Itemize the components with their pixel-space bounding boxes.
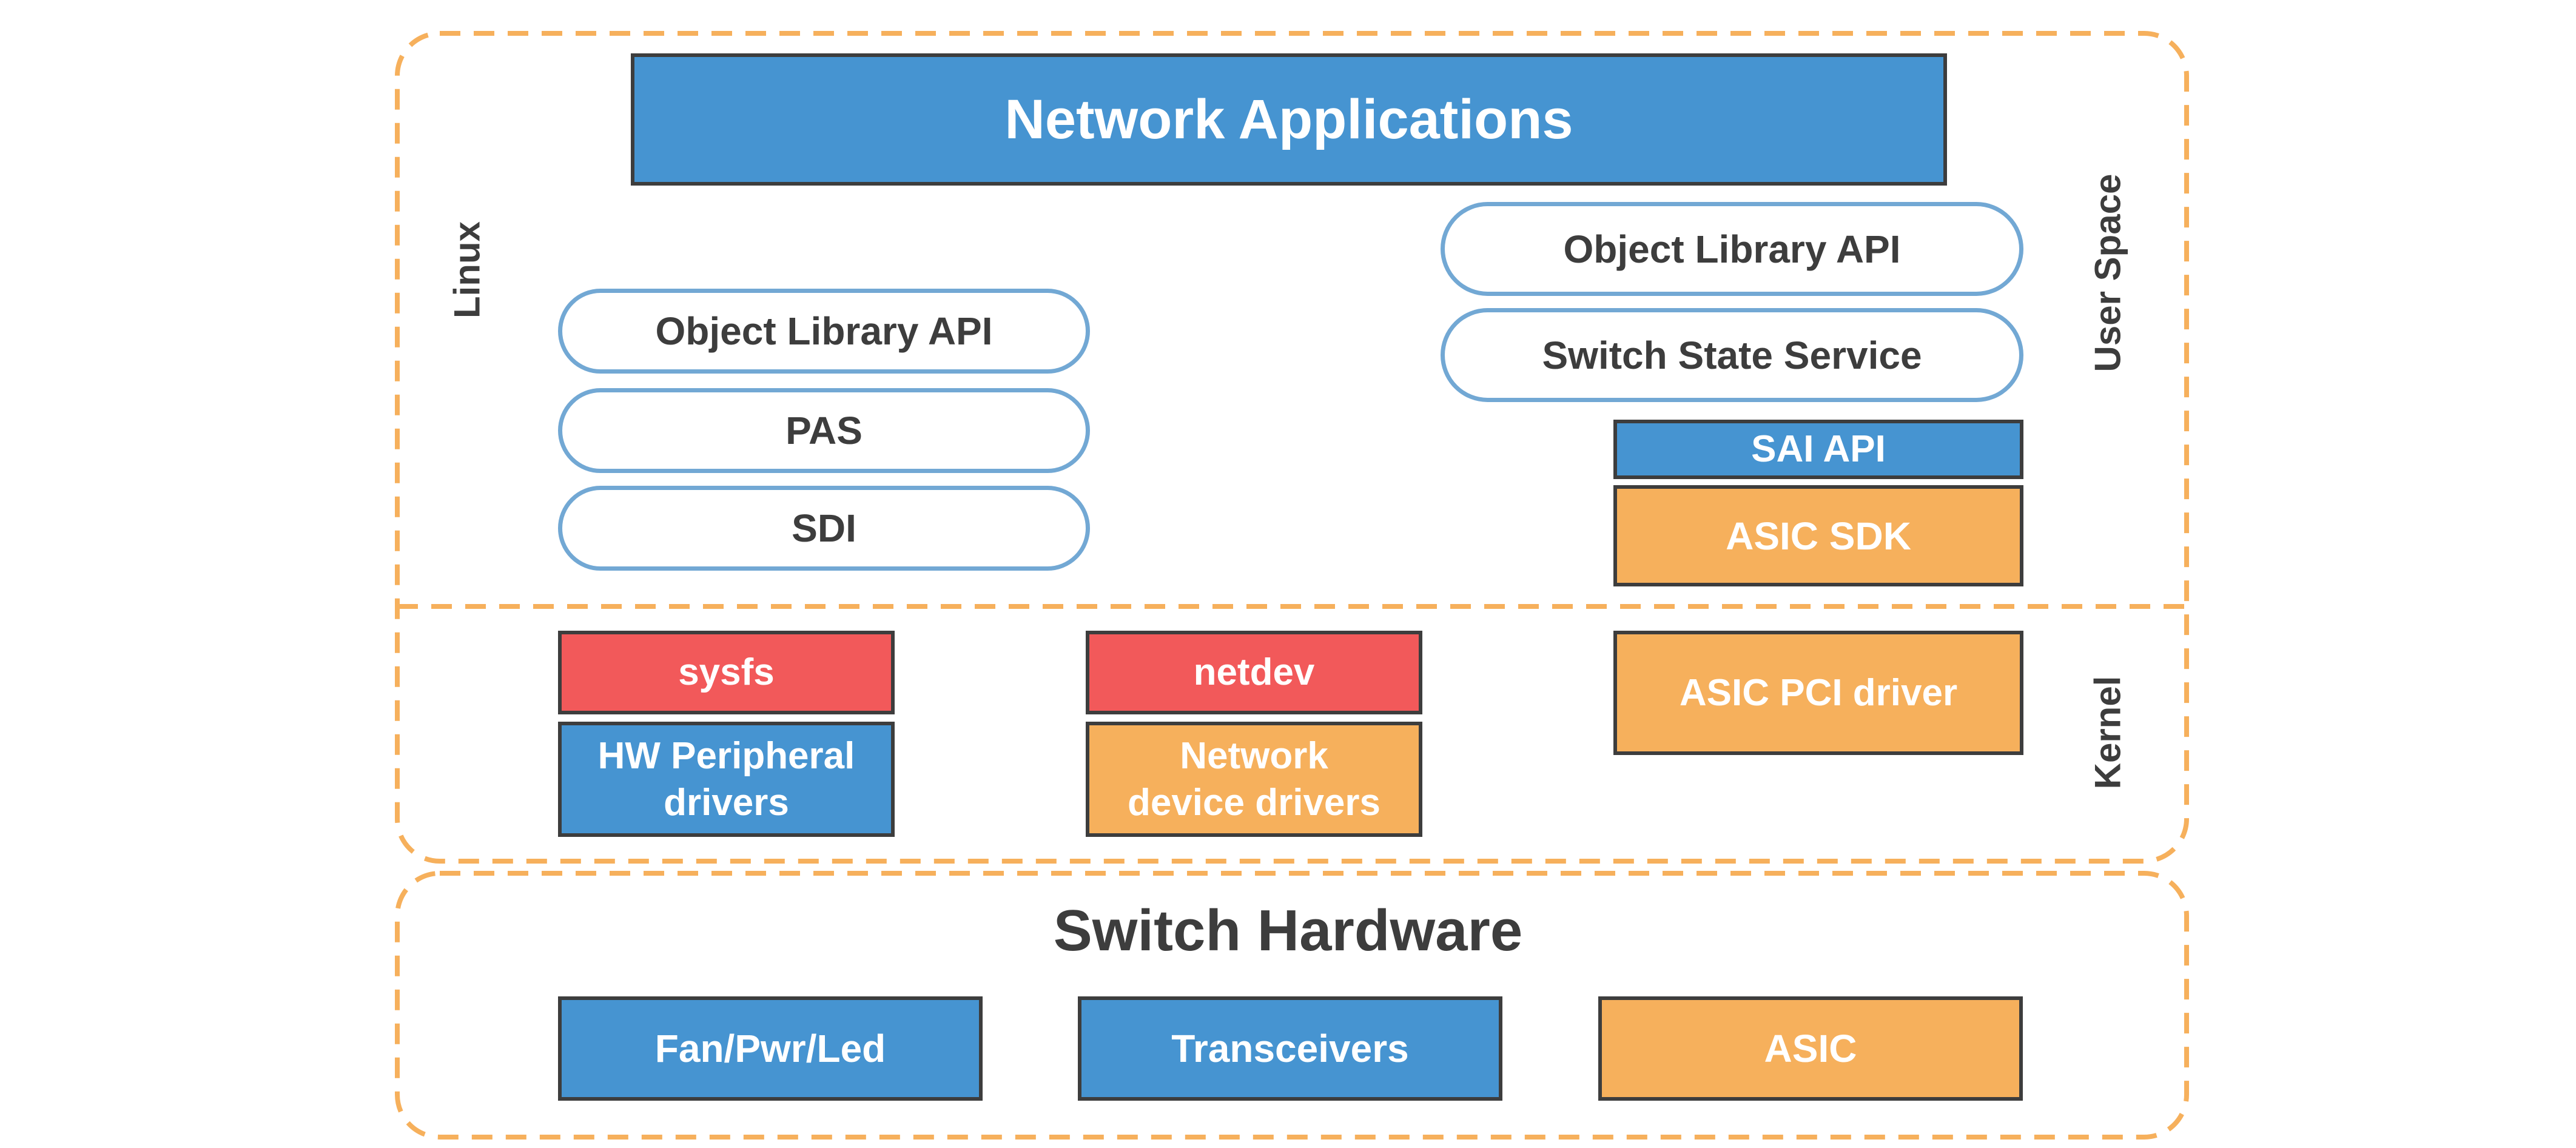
transceivers-box: Transceivers bbox=[1078, 996, 1502, 1101]
network-applications-label: Network Applications bbox=[1004, 88, 1573, 150]
network-device-drivers-box: Network device drivers bbox=[1086, 722, 1422, 837]
asic-box: ASIC bbox=[1598, 996, 2023, 1101]
asic-pci-driver-box: ASIC PCI driver bbox=[1613, 631, 2023, 755]
linux-region-outline bbox=[395, 31, 2189, 864]
asic-sdk-box: ASIC SDK bbox=[1613, 485, 2023, 586]
hardware-region-outline bbox=[395, 871, 2189, 1140]
switch-state-service-pill: Switch State Service bbox=[1441, 308, 2023, 402]
sysfs-box: sysfs bbox=[558, 631, 895, 714]
left-object-library-pill: Object Library API bbox=[558, 289, 1090, 374]
network-applications-bar: Network Applications bbox=[631, 53, 1947, 186]
hw-peripheral-drivers-box: HW Peripheral drivers bbox=[558, 722, 895, 837]
fan-pwr-led-box: Fan/Pwr/Led bbox=[558, 996, 983, 1101]
right-object-library-pill: Object Library API bbox=[1441, 202, 2023, 296]
switch-hardware-title: Switch Hardware bbox=[1053, 898, 1523, 963]
netdev-box: netdev bbox=[1086, 631, 1422, 714]
pas-pill: PAS bbox=[558, 388, 1090, 473]
sai-api-box: SAI API bbox=[1613, 420, 2023, 479]
sdi-pill: SDI bbox=[558, 486, 1090, 571]
